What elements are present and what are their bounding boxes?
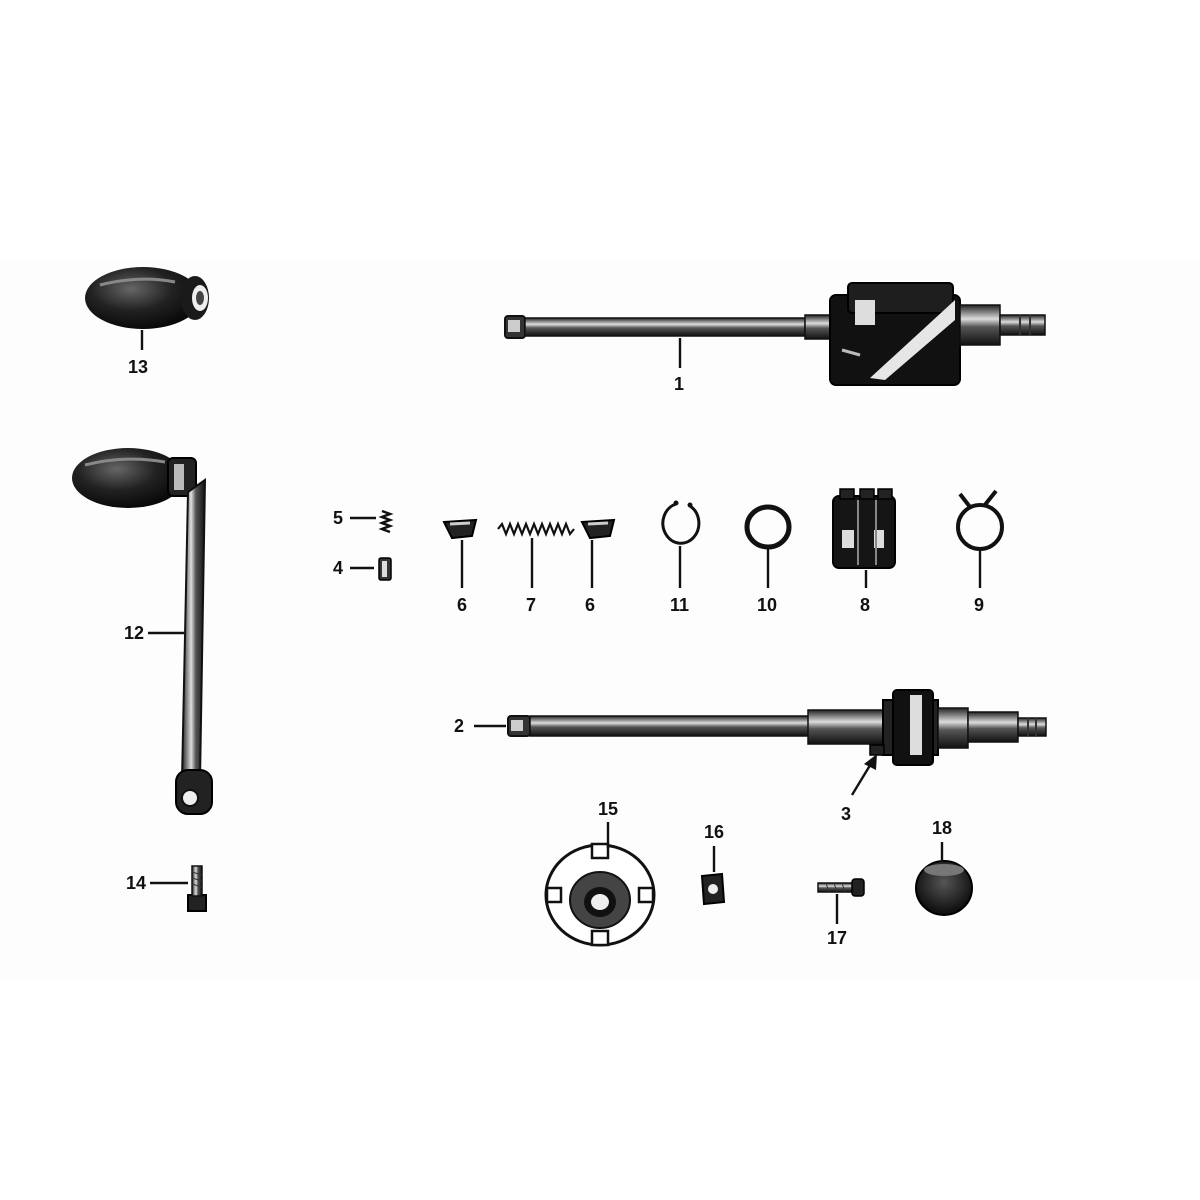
- callout-7: 7: [526, 595, 536, 615]
- callout-12: 12: [124, 623, 144, 643]
- callout-11: 11: [670, 595, 689, 615]
- callout-17: 17: [827, 928, 847, 948]
- part-7-spring: [497, 521, 575, 537]
- part-11-circlip: [661, 500, 701, 545]
- callout-10: 10: [757, 595, 777, 615]
- part-4-pin: [378, 557, 392, 581]
- callout-4: 4: [333, 558, 343, 578]
- part-6-wedge-left: [442, 518, 478, 540]
- part-9-return-spring: [956, 489, 1004, 551]
- part-17-screw: [817, 878, 865, 897]
- part-13-grip: [85, 267, 209, 329]
- part-12-kick-lever: [72, 448, 213, 815]
- part-18-cap: [915, 860, 973, 916]
- callout-1: 1: [674, 374, 684, 394]
- part-15-flange: [544, 842, 656, 947]
- callout-14: 14: [126, 873, 146, 893]
- part-6-wedge-right: [580, 518, 616, 540]
- callout-15: 15: [598, 799, 618, 819]
- callout-2: 2: [454, 716, 464, 736]
- callout-6a: 6: [457, 595, 467, 615]
- part-14-bolt: [187, 865, 207, 912]
- part-1-shaft: [504, 282, 1046, 386]
- leader-3-arrow: [850, 754, 877, 796]
- callout-13: 13: [128, 357, 148, 377]
- part-2-shaft: [507, 689, 1047, 766]
- callout-8: 8: [860, 595, 870, 615]
- callout-18: 18: [932, 818, 952, 838]
- callout-16: 16: [704, 822, 724, 842]
- callout-3: 3: [841, 804, 851, 824]
- part-5-spring: [378, 509, 394, 534]
- part-8-collar: [832, 488, 896, 569]
- callout-6b: 6: [585, 595, 595, 615]
- part-10-ring: [744, 504, 792, 550]
- callout-9: 9: [974, 595, 984, 615]
- part-16-lock-plate: [700, 872, 726, 906]
- callout-5: 5: [333, 508, 343, 528]
